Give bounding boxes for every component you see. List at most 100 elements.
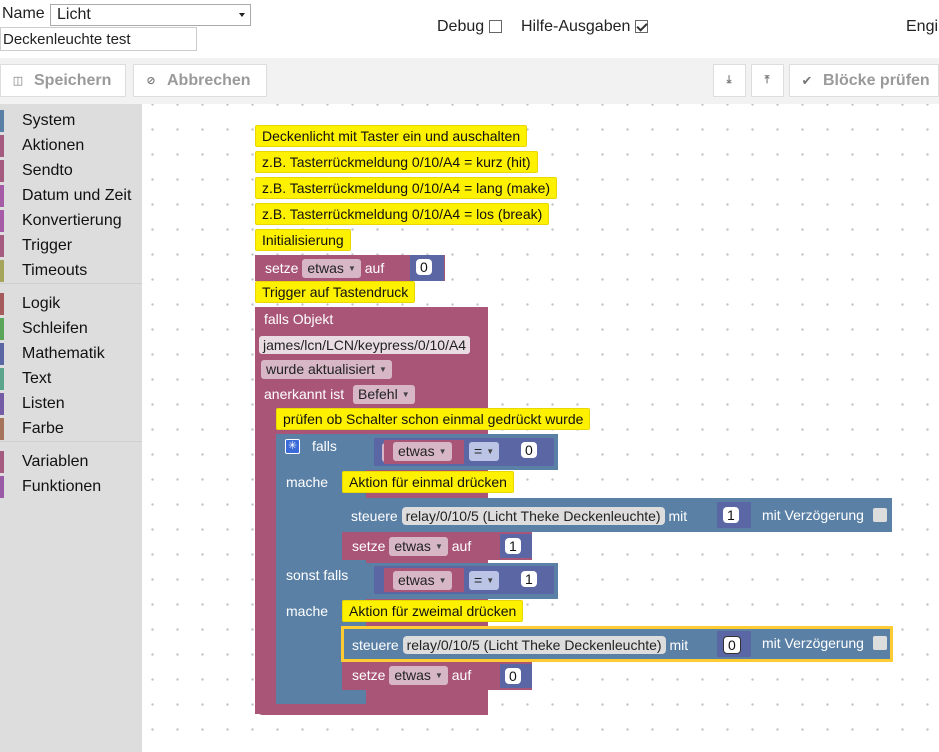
sidebar-category-label: Trigger xyxy=(22,236,73,254)
number-input[interactable]: 0 xyxy=(521,442,537,458)
device-id-field[interactable]: relay/0/10/5 (Licht Theke Deckenleuchte) xyxy=(401,507,665,525)
category-color-bar xyxy=(0,134,4,157)
blockly-workspace[interactable]: Deckenlicht mit Taster ein und auschalte… xyxy=(142,104,939,752)
do-label: mache xyxy=(286,603,329,619)
control-state-block[interactable]: steuere relay/0/10/5 (Licht Theke Decken… xyxy=(342,498,892,532)
sidebar-category-label: Sendto xyxy=(22,161,73,179)
comment-block[interactable]: Aktion für zweimal drücken xyxy=(342,600,524,622)
comment-block[interactable]: z.B. Tasterrückmeldung 0/10/A4 = lang (m… xyxy=(255,177,558,199)
sidebar-category[interactable]: Trigger xyxy=(0,233,142,258)
trigger-condition-dropdown[interactable]: wurde aktualisiert▼ xyxy=(261,360,392,379)
category-color-bar xyxy=(0,292,4,315)
sidebar-category[interactable]: Funktionen xyxy=(0,474,142,499)
sidebar-category-label: Aktionen xyxy=(22,136,85,154)
set-label: setze xyxy=(352,538,386,554)
operator-value: = xyxy=(474,572,483,588)
trigger-condition-value: wurde aktualisiert xyxy=(266,361,375,377)
control-label: steuere xyxy=(352,637,399,653)
sidebar-category[interactable]: System xyxy=(0,108,142,133)
operator-dropdown[interactable]: =▼ xyxy=(469,442,500,461)
device-id-field[interactable]: relay/0/10/5 (Licht Theke Deckenleuchte) xyxy=(402,636,666,654)
sidebar-category[interactable]: Mathematik xyxy=(0,341,142,366)
number-block[interactable]: 0 xyxy=(717,631,751,657)
number-input[interactable]: 0 xyxy=(416,259,432,275)
number-block[interactable]: 1 xyxy=(717,502,751,528)
number-input[interactable]: 1 xyxy=(521,571,537,587)
operator-dropdown[interactable]: =▼ xyxy=(469,571,500,590)
check-blocks-button[interactable]: ✔ Blöcke prüfen xyxy=(789,64,939,97)
export-button[interactable]: ⤓ xyxy=(713,64,746,97)
name-select[interactable]: Licht xyxy=(50,4,251,26)
sidebar-category[interactable]: Listen xyxy=(0,391,142,416)
sidebar-category[interactable]: Schleifen xyxy=(0,316,142,341)
save-button-label: Speichern xyxy=(34,71,112,89)
dropdown-arrow-icon: ▼ xyxy=(434,671,443,680)
cancel-button[interactable]: ⊘Abbrechen xyxy=(133,64,267,97)
debug-label: Debug xyxy=(437,18,485,35)
category-color-bar xyxy=(0,184,4,207)
import-button[interactable]: ⤒ xyxy=(751,64,784,97)
sidebar-category-label: Logik xyxy=(22,294,61,312)
trigger-ack-value: Befehl xyxy=(358,386,398,402)
category-color-bar xyxy=(0,259,4,282)
comment-block[interactable]: z.B. Tasterrückmeldung 0/10/A4 = los (br… xyxy=(255,203,550,225)
comment-block[interactable]: Aktion für einmal drücken xyxy=(342,471,514,493)
variable-dropdown[interactable]: etwas▼ xyxy=(389,537,448,556)
sidebar-category[interactable]: Aktionen xyxy=(0,133,142,158)
control-state-block-selected[interactable]: steuere relay/0/10/5 (Licht Theke Decken… xyxy=(341,626,893,662)
download-icon: ⤓ xyxy=(726,74,732,86)
variable-dropdown[interactable]: etwas▼ xyxy=(389,666,448,685)
sidebar-category[interactable]: Logik xyxy=(0,291,142,316)
comment-block[interactable]: Deckenlicht mit Taster ein und auschalte… xyxy=(255,125,528,147)
comment-block[interactable]: z.B. Tasterrückmeldung 0/10/A4 = kurz (h… xyxy=(255,151,538,173)
trigger-block-footer xyxy=(255,704,488,714)
number-block[interactable]: 1 xyxy=(500,534,532,558)
variable-dropdown[interactable]: etwas▼ xyxy=(393,442,452,461)
description-input[interactable] xyxy=(0,27,197,51)
language-selector[interactable]: Engi xyxy=(906,18,939,35)
sidebar-category[interactable]: Text xyxy=(0,366,142,391)
number-input[interactable]: 0 xyxy=(505,668,521,684)
variable-dropdown[interactable]: etwas▼ xyxy=(302,259,361,278)
number-block[interactable]: 0 xyxy=(410,255,444,281)
number-input[interactable]: 1 xyxy=(723,507,739,523)
check-blocks-label: Blöcke prüfen xyxy=(823,71,930,89)
comment-block[interactable]: Trigger auf Tastendruck xyxy=(255,281,416,303)
with-label: mit xyxy=(668,508,688,524)
number-input[interactable]: 0 xyxy=(723,636,741,654)
trigger-object-id[interactable]: james/lcn/LCN/keypress/0/10/A4 xyxy=(259,336,471,354)
comment-block[interactable]: prüfen ob Schalter schon einmal gedrückt… xyxy=(276,408,591,430)
sidebar-category[interactable]: Farbe xyxy=(0,416,142,441)
sidebar-category[interactable]: Variablen xyxy=(0,449,142,474)
category-color-bar xyxy=(0,475,4,498)
sidebar-category[interactable]: Datum und Zeit xyxy=(0,183,142,208)
sidebar-category[interactable]: Sendto xyxy=(0,158,142,183)
sidebar-category[interactable]: Timeouts xyxy=(0,258,142,283)
save-button[interactable]: ◫Speichern xyxy=(0,64,126,97)
delay-checkbox[interactable] xyxy=(873,508,887,522)
variable-dropdown[interactable]: etwas▼ xyxy=(393,571,452,590)
sidebar-category-label: Konvertierung xyxy=(22,211,122,229)
delay-checkbox[interactable] xyxy=(873,636,887,650)
category-color-bar xyxy=(0,234,4,257)
check-icon: ✔ xyxy=(801,72,813,88)
debug-checkbox[interactable] xyxy=(489,20,502,33)
sidebar-category-label: Schleifen xyxy=(22,319,88,337)
help-output-checkbox[interactable] xyxy=(635,20,648,33)
category-color-bar xyxy=(0,367,4,390)
sidebar-category[interactable]: Konvertierung xyxy=(0,208,142,233)
elseif-label: sonst falls xyxy=(286,567,349,583)
upload-icon: ⤒ xyxy=(764,74,770,86)
number-block[interactable]: 0 xyxy=(500,664,532,688)
help-output-label: Hilfe-Ausgaben xyxy=(521,18,631,35)
number-input[interactable]: 1 xyxy=(505,538,521,554)
set-label: setze xyxy=(265,260,299,276)
trigger-ack-dropdown[interactable]: Befehl▼ xyxy=(353,385,415,404)
comment-block[interactable]: Initialisierung xyxy=(255,229,351,251)
name-select-value: Licht xyxy=(57,6,91,23)
variable-name: etwas xyxy=(307,260,344,276)
do-label: mache xyxy=(286,474,329,490)
trigger-if-object-label: falls Objekt xyxy=(264,311,334,327)
category-color-bar xyxy=(0,159,4,182)
gear-icon[interactable]: ✳ xyxy=(285,439,300,454)
